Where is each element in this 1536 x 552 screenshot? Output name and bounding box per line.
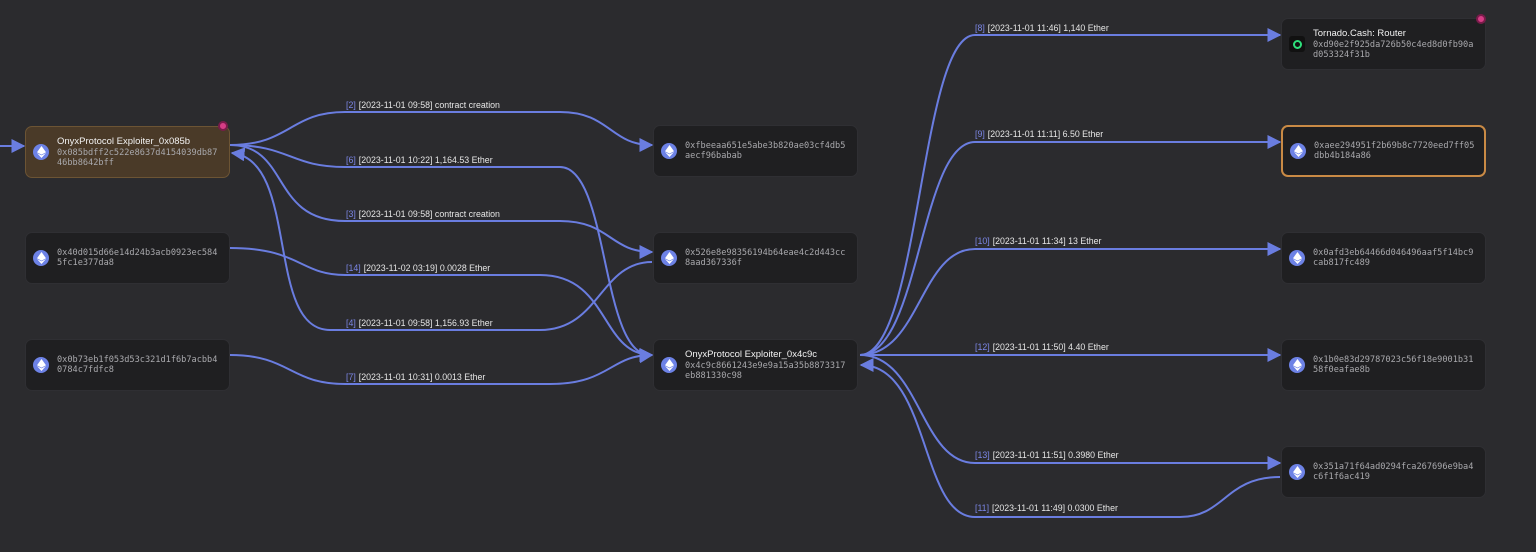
edge-index: [12] (975, 342, 990, 352)
ethereum-icon (661, 357, 677, 373)
edge-index: [11] (975, 503, 990, 513)
edge-index: [6] (346, 155, 356, 165)
edge-text: [2023-11-01 09:58] contract creation (358, 209, 500, 219)
edge-10[interactable] (859, 242, 1282, 356)
edge-text: [2023-11-01 11:46] 1,140 Ether (987, 23, 1109, 33)
ethereum-icon (33, 250, 49, 266)
edge-label-7[interactable]: [7][2023-11-01 10:31] 0.0013 Ether (346, 372, 485, 383)
edge-index: [4] (346, 318, 356, 328)
node-tornado-router[interactable]: Tornado.Cash: Router 0xd90e2f925da726b50… (1281, 18, 1486, 70)
node-address: 0x1b0e83d29787023c56f18e9001b3158f0eafae… (1313, 354, 1474, 376)
edge-text: [2023-11-01 09:58] 1,156.93 Ether (358, 318, 493, 328)
node-address: 0x0b73eb1f053d53c321d1f6b7acbb40784c7fdf… (57, 354, 218, 376)
edge-label-2[interactable]: [2][2023-11-01 09:58] contract creation (346, 100, 500, 111)
edge-text: [2023-11-01 11:11] 6.50 Ether (987, 129, 1104, 139)
edge-index: [10] (975, 236, 990, 246)
ethereum-icon (1290, 143, 1306, 159)
node-address: 0xaee294951f2b69b8c7720eed7ff05dbb4b184a… (1314, 140, 1475, 162)
edge-label-12[interactable]: [12][2023-11-01 11:50] 4.40 Ether (975, 342, 1109, 353)
edge-text: [2023-11-01 09:58] contract creation (358, 100, 500, 110)
node-address: 0x0afd3eb64466d046496aaf5f14bc9cab817fc4… (1313, 247, 1474, 269)
node-addr-fbeeaa[interactable]: 0xfbeeaa651e5abe3b820ae03cf4db5aecf96bab… (653, 125, 858, 177)
edge-13[interactable] (859, 354, 1282, 470)
ethereum-icon (1289, 464, 1305, 480)
edge-label-10[interactable]: [10][2023-11-01 11:34] 13 Ether (975, 236, 1101, 247)
node-address: 0x351a71f64ad0294fca267696e9ba4c6f1f6ac4… (1313, 461, 1474, 483)
edge-label-3[interactable]: [3][2023-11-01 09:58] contract creation (346, 209, 500, 220)
edge-text: [2023-11-01 11:51] 0.3980 Ether (992, 450, 1119, 460)
node-addr-40d0[interactable]: 0x40d015d66e14d24b3acb0923ec5845fc1e377d… (25, 232, 230, 284)
edge-index: [14] (346, 263, 361, 273)
node-exploiter-4c9c[interactable]: OnyxProtocol Exploiter_0x4c9c 0x4c9c8661… (653, 339, 858, 391)
node-addr-1b0e[interactable]: 0x1b0e83d29787023c56f18e9001b3158f0eafae… (1281, 339, 1486, 391)
edge-text: [2023-11-02 03:19] 0.0028 Ether (363, 263, 491, 273)
node-address: 0x4c9c8661243e9e9a15a35b8873317eb881330c… (685, 360, 846, 382)
edge-7[interactable] (229, 348, 654, 385)
edge-index: [9] (975, 129, 985, 139)
ethereum-icon (661, 250, 677, 266)
node-address: 0xd90e2f925da726b50c4ed8d0fb90ad053324f3… (1313, 39, 1474, 61)
ethereum-icon (661, 143, 677, 159)
ethereum-icon (33, 144, 49, 160)
ethereum-icon (1289, 250, 1305, 266)
node-exploiter-085b[interactable]: OnyxProtocol Exploiter_0x085b 0x085bdff2… (25, 126, 230, 178)
edge-label-8[interactable]: [8][2023-11-01 11:46] 1,140 Ether (975, 23, 1109, 34)
edge-text: [2023-11-01 11:50] 4.40 Ether (992, 342, 1109, 352)
node-address: 0x526e8e98356194b64eae4c2d443cc8aad36733… (685, 247, 846, 269)
edge-text: [2023-11-01 11:34] 13 Ether (992, 236, 1102, 246)
ethereum-icon (1289, 357, 1305, 373)
edge-text: [2023-11-01 10:22] 1,164.53 Ether (358, 155, 493, 165)
edge-label-13[interactable]: [13][2023-11-01 11:51] 0.3980 Ether (975, 450, 1119, 461)
edge-4[interactable] (230, 147, 653, 331)
node-name: OnyxProtocol Exploiter_0x4c9c (685, 348, 818, 360)
edge-label-14[interactable]: [14][2023-11-02 03:19] 0.0028 Ether (346, 263, 490, 274)
remove-badge-icon[interactable] (1476, 14, 1486, 24)
edge-index: [13] (975, 450, 990, 460)
node-address: 0x085bdff2c522e8637d4154039db8746bb8642b… (57, 147, 218, 169)
edge-index: [2] (346, 100, 356, 110)
tornado-cash-icon (1289, 36, 1305, 52)
edge-2[interactable] (229, 111, 654, 152)
edge-label-9[interactable]: [9][2023-11-01 11:11] 6.50 Ether (975, 129, 1103, 140)
remove-badge-icon[interactable] (218, 121, 228, 131)
edge-label-11[interactable]: [11][2023-11-01 11:49] 0.0300 Ether (975, 503, 1118, 514)
node-address: 0x40d015d66e14d24b3acb0923ec5845fc1e377d… (57, 247, 218, 269)
node-name: Tornado.Cash: Router (1313, 27, 1406, 39)
edge-index: [3] (346, 209, 356, 219)
edge-9[interactable] (859, 135, 1282, 356)
node-addr-526e[interactable]: 0x526e8e98356194b64eae4c2d443cc8aad36733… (653, 232, 858, 284)
node-addr-0b73[interactable]: 0x0b73eb1f053d53c321d1f6b7acbb40784c7fdf… (25, 339, 230, 391)
node-name: OnyxProtocol Exploiter_0x085b (57, 135, 191, 147)
node-addr-351a[interactable]: 0x351a71f64ad0294fca267696e9ba4c6f1f6ac4… (1281, 446, 1486, 498)
edge-index: [7] (346, 372, 356, 382)
edge-label-6[interactable]: [6][2023-11-01 10:22] 1,164.53 Ether (346, 155, 493, 166)
edge-3[interactable] (229, 144, 654, 259)
edge-label-4[interactable]: [4][2023-11-01 09:58] 1,156.93 Ether (346, 318, 493, 329)
ethereum-icon (33, 357, 49, 373)
edge-8[interactable] (859, 28, 1282, 356)
node-addr-0afd[interactable]: 0x0afd3eb64466d046496aaf5f14bc9cab817fc4… (1281, 232, 1486, 284)
edge-text: [2023-11-01 10:31] 0.0013 Ether (358, 372, 486, 382)
edge-6[interactable] (229, 144, 654, 364)
node-addr-aee2[interactable]: 0xaee294951f2b69b8c7720eed7ff05dbb4b184a… (1281, 125, 1486, 177)
edge-11[interactable] (859, 358, 1281, 518)
node-address: 0xfbeeaa651e5abe3b820ae03cf4db5aecf96bab… (685, 140, 846, 162)
edge-index: [8] (975, 23, 985, 33)
edge-text: [2023-11-01 11:49] 0.0300 Ether (992, 503, 1118, 513)
